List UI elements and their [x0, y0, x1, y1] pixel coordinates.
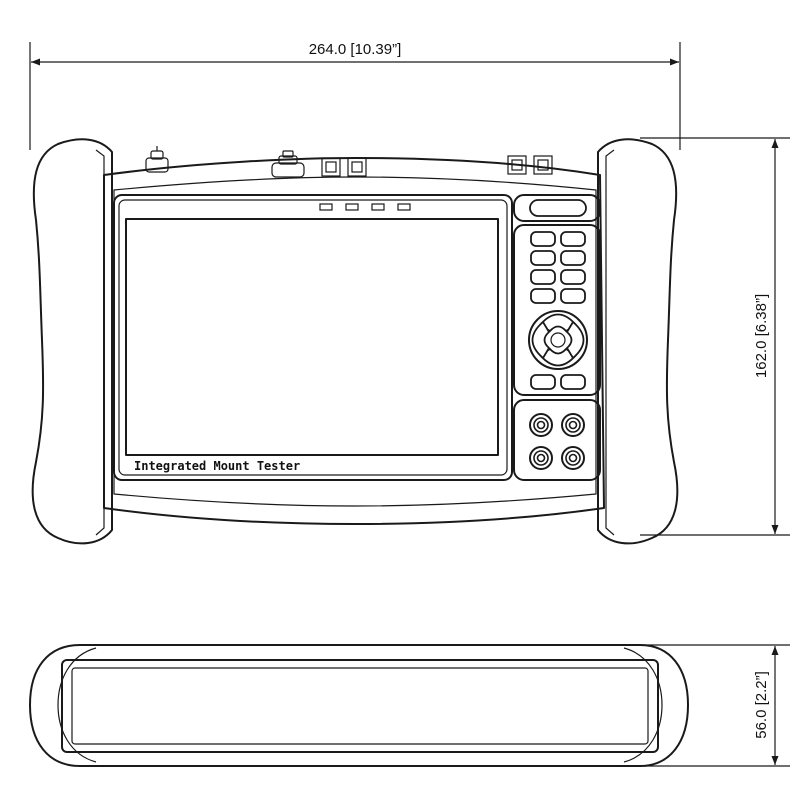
side-view-outline: [29, 644, 689, 767]
led-4: [397, 203, 411, 211]
width-dimension-label: 264.0 [10.39”]: [309, 41, 402, 58]
key-5[interactable]: [530, 269, 556, 285]
keypad-keys: [530, 231, 586, 304]
key-2[interactable]: [560, 231, 586, 247]
dpad-up-button[interactable]: [538, 313, 578, 333]
depth-dimension: 56.0 [2.2”]: [640, 644, 790, 767]
right-bumper-inner: [605, 149, 615, 536]
dpad-right-button[interactable]: [565, 320, 585, 360]
side-view: [29, 644, 689, 767]
power-panel: [513, 194, 601, 222]
height-dimension: 162.0 [6.38”]: [640, 137, 790, 536]
housing-inner-edge: [113, 176, 597, 507]
key-3[interactable]: [530, 250, 556, 266]
side-view-bumper-right: [623, 647, 663, 763]
lcd-display: [125, 218, 499, 456]
power-button[interactable]: [529, 199, 587, 217]
connector-panel: [513, 399, 601, 481]
keypad-panel: [513, 224, 601, 396]
control-panel: [513, 194, 601, 481]
bnc-connector: [271, 150, 305, 178]
soft-key-right[interactable]: [560, 374, 586, 390]
side-view-body: [61, 659, 659, 753]
front-view: Integrated Mount Tester: [31, 138, 679, 545]
dpad-down-button[interactable]: [538, 347, 578, 367]
left-bumper-inner: [95, 149, 105, 536]
led-2: [345, 203, 359, 211]
side-view-bumper-left: [57, 647, 97, 763]
right-bumper: [597, 138, 679, 545]
led-1: [319, 203, 333, 211]
top-connectors: [145, 146, 553, 178]
device-housing: [103, 157, 605, 525]
height-dimension-label: 162.0 [6.38”]: [753, 294, 770, 378]
led-3: [371, 203, 385, 211]
key-8[interactable]: [560, 288, 586, 304]
key-1[interactable]: [530, 231, 556, 247]
port-pair-center: [321, 157, 367, 177]
screen-bezel: [113, 194, 513, 481]
key-4[interactable]: [560, 250, 586, 266]
direction-pad: [528, 310, 588, 370]
dpad-left-button[interactable]: [531, 320, 551, 360]
screen-bezel-inner: [118, 199, 508, 476]
depth-dimension-label: 56.0 [2.2”]: [753, 671, 770, 739]
indicator-leds: [319, 203, 411, 211]
key-6[interactable]: [560, 269, 586, 285]
left-bumper: [31, 138, 113, 545]
front-connectors: [529, 413, 585, 470]
side-view-face: [71, 667, 649, 745]
soft-key-left[interactable]: [530, 374, 556, 390]
key-7[interactable]: [530, 288, 556, 304]
antenna-connector-left: [145, 146, 169, 173]
dpad-center: [550, 332, 566, 348]
width-dimension: 264.0 [10.39”]: [29, 41, 681, 150]
screen-label: Integrated Mount Tester: [134, 459, 300, 473]
dpad-ring: [528, 310, 588, 370]
